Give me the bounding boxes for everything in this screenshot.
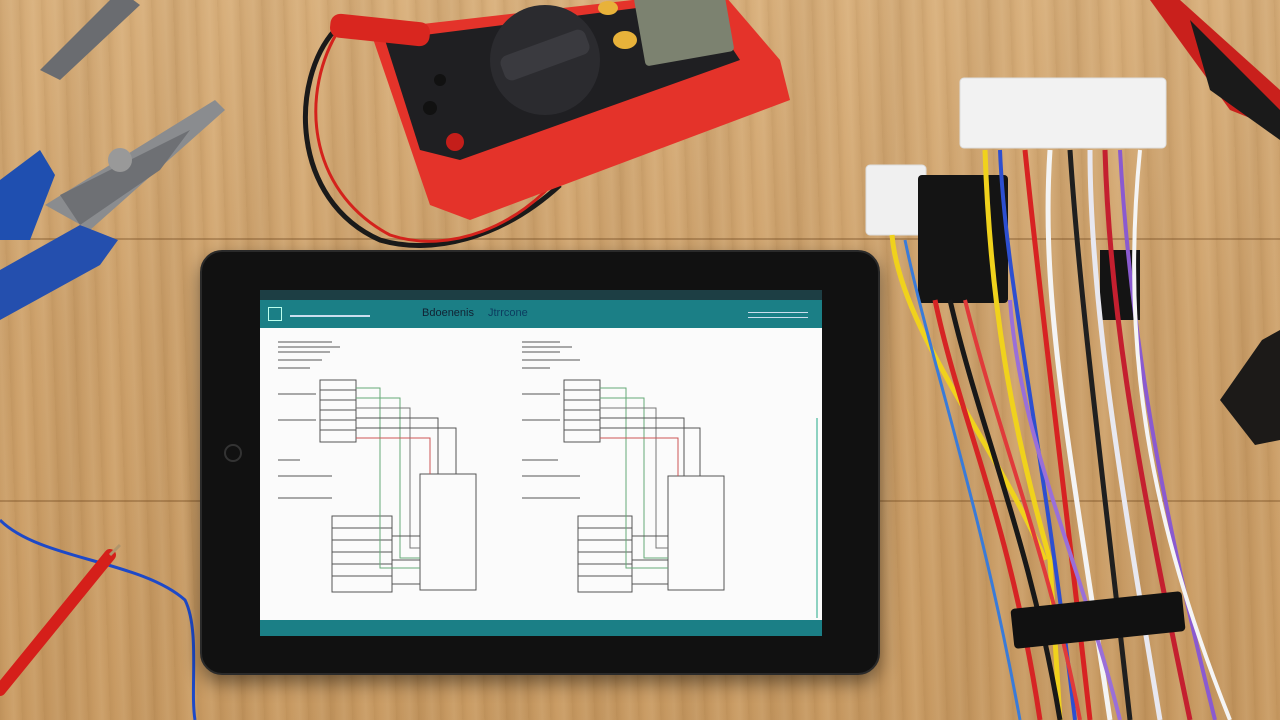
multimeter-icon: [370, 0, 790, 220]
diagram-left: [278, 341, 477, 593]
red-probe-tip: [330, 13, 430, 47]
plank-seam: [0, 238, 1280, 240]
tablet: Bdoenenis Jtrrcone: [200, 250, 880, 675]
tablet-screen: Bdoenenis Jtrrcone: [260, 290, 822, 636]
black-test-lead: [302, 28, 562, 248]
red-test-lead: [314, 27, 562, 243]
app-bottom-bar: [260, 620, 822, 636]
home-button[interactable]: [224, 444, 242, 462]
menu-icon[interactable]: [748, 312, 808, 318]
app-logo-icon[interactable]: [268, 307, 282, 321]
wire-harness-icon: [865, 77, 1232, 720]
scrollbar[interactable]: [816, 418, 818, 618]
connector-icon: [1220, 330, 1280, 445]
document-title-secondary: Jtrrcone: [488, 307, 528, 319]
diagram-right: [522, 341, 725, 593]
app-subtitle-line: [290, 315, 370, 317]
document-title: Bdoenenis: [422, 307, 474, 319]
status-bar: [260, 290, 822, 300]
blue-wire: [0, 518, 197, 720]
wiring-diagram: [260, 328, 822, 620]
pliers-icon: [0, 100, 225, 320]
wiring-diagram-svg: [278, 341, 725, 593]
screwdriver-icon: [40, 0, 140, 80]
red-probe: [0, 549, 116, 696]
app-title-bar: Bdoenenis Jtrrcone: [260, 300, 822, 328]
